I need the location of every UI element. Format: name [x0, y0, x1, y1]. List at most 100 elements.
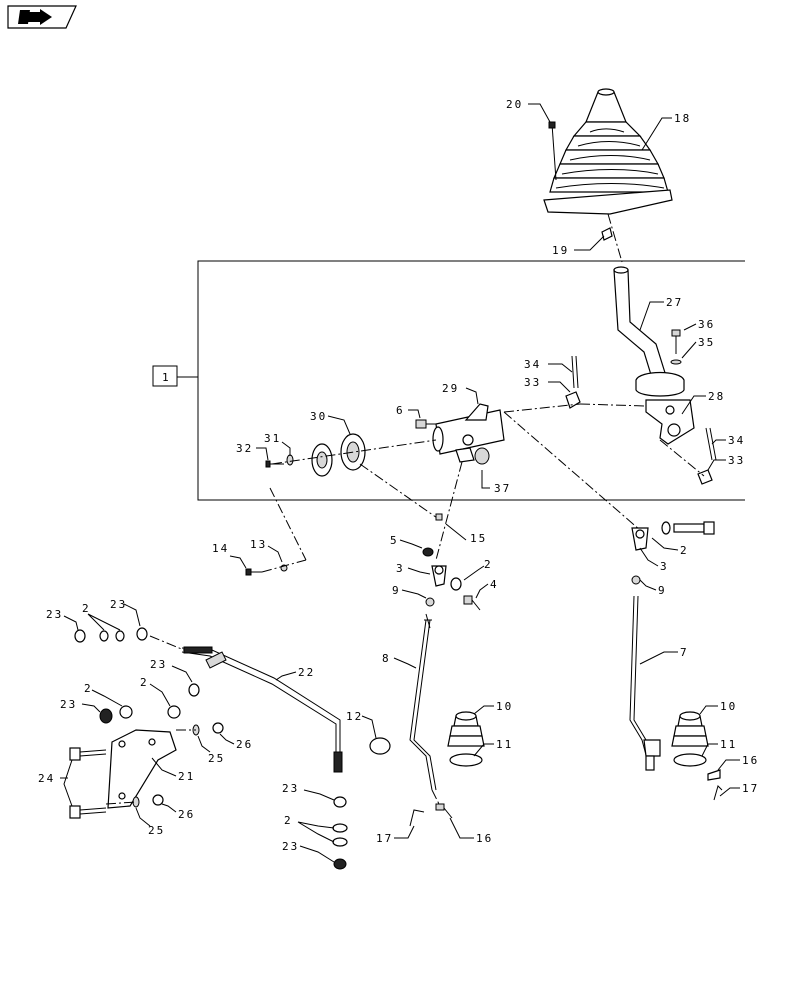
group-label-box[interactable] [152, 365, 178, 387]
callout-22: 22 [298, 666, 315, 679]
callout-23-c: 23 [150, 658, 167, 671]
bracket-28 [645, 399, 695, 445]
book-arrow-icon[interactable] [7, 5, 77, 29]
pin-34-lower [705, 427, 717, 461]
callout-23-e: 23 [282, 782, 299, 795]
callout-25-lower: 25 [148, 824, 165, 837]
callout-34-upper: 34 [524, 358, 541, 371]
screw-32 [265, 460, 284, 468]
callout-2-left: 2 [484, 558, 493, 571]
nut-9-right [631, 575, 641, 585]
callout-10-left: 10 [496, 700, 513, 713]
group-label: 1 [162, 371, 171, 384]
nut-26-upper [212, 722, 224, 734]
callout-28: 28 [708, 390, 725, 403]
washer-2-right [661, 521, 671, 535]
callout-19: 19 [552, 244, 569, 257]
callout-11-right: 11 [720, 738, 737, 751]
clip-17-left [409, 809, 425, 827]
callout-2-c: 2 [140, 676, 149, 689]
callout-13: 13 [250, 538, 267, 551]
nut-5 [422, 547, 434, 557]
bracket-21 [107, 729, 177, 809]
callout-5: 5 [390, 534, 399, 547]
nut-23-f [333, 858, 347, 870]
callout-6: 6 [396, 404, 405, 417]
seal-11-right [673, 753, 707, 767]
callout-10-right: 10 [720, 700, 737, 713]
callout-31: 31 [264, 432, 281, 445]
callout-3-right: 3 [660, 560, 669, 573]
nut-23-e [333, 796, 347, 808]
boot-10-right [671, 711, 709, 747]
nut-23-a [74, 629, 86, 643]
callout-8: 8 [382, 652, 391, 665]
callout-16-right: 16 [742, 754, 759, 767]
callout-3-left: 3 [396, 562, 405, 575]
washer-2-left [450, 577, 462, 591]
rod-7 [629, 595, 661, 771]
callout-2-d: 2 [284, 814, 293, 827]
callout-9-right: 9 [658, 584, 667, 597]
clip-19 [601, 227, 613, 241]
callout-25-upper: 25 [208, 752, 225, 765]
screw-15 [435, 513, 443, 521]
washers-2-a [99, 630, 125, 642]
clip-17-right [713, 785, 723, 801]
washer-31 [286, 454, 294, 466]
washer-37 [474, 447, 490, 465]
nut-26-lower [152, 794, 164, 806]
callout-14: 14 [212, 542, 229, 555]
bushing-33-lower [697, 469, 713, 485]
screw-20 [548, 121, 557, 181]
callout-33-lower: 33 [728, 454, 745, 467]
nut-23-b [136, 627, 148, 641]
callout-23-f: 23 [282, 840, 299, 853]
callout-36: 36 [698, 318, 715, 331]
screw-36 [671, 329, 681, 354]
callout-26-upper: 26 [236, 738, 253, 751]
shift-lever [613, 266, 685, 397]
callout-17-left: 17 [376, 832, 393, 845]
washer-2-b [119, 705, 133, 719]
nut-23-c [188, 683, 200, 697]
bolt-24-lower [69, 805, 107, 819]
bolt-24-upper [69, 747, 107, 761]
callout-30: 30 [310, 410, 327, 423]
pin-16-left [435, 803, 453, 819]
leader-lines [60, 103, 740, 863]
callout-2-b: 2 [84, 682, 93, 695]
callout-34-lower: 34 [728, 434, 745, 447]
ball-joint-3-right [631, 527, 649, 551]
rod-8 [409, 613, 437, 791]
bolt-4 [463, 595, 481, 611]
seal-11-left [449, 753, 483, 767]
screw-6 [415, 419, 436, 429]
callout-16-left: 16 [476, 832, 493, 845]
callout-9-left: 9 [392, 584, 401, 597]
washer-2-c [167, 705, 181, 719]
callout-2-right: 2 [680, 544, 689, 557]
callout-33-upper: 33 [524, 376, 541, 389]
callout-32: 32 [236, 442, 253, 455]
callout-4: 4 [490, 578, 499, 591]
callout-23-d: 23 [60, 698, 77, 711]
housing-30 [311, 433, 366, 477]
shift-boot [543, 88, 673, 215]
bolt-right [673, 521, 715, 535]
nut-9-left [425, 597, 435, 607]
callout-12: 12 [346, 710, 363, 723]
pin-16-right [707, 769, 721, 781]
callout-35: 35 [698, 336, 715, 349]
callout-17-right: 17 [742, 782, 759, 795]
callout-7: 7 [680, 646, 689, 659]
callout-labels: 20 18 19 27 36 35 34 33 28 34 33 29 6 30… [38, 98, 759, 853]
group-frame [197, 260, 745, 501]
callout-18: 18 [674, 112, 691, 125]
callout-24: 24 [38, 772, 55, 785]
callout-27: 27 [666, 296, 683, 309]
bushing-33-upper [565, 391, 581, 409]
callout-23-b: 23 [110, 598, 127, 611]
rod-22 [181, 646, 343, 773]
